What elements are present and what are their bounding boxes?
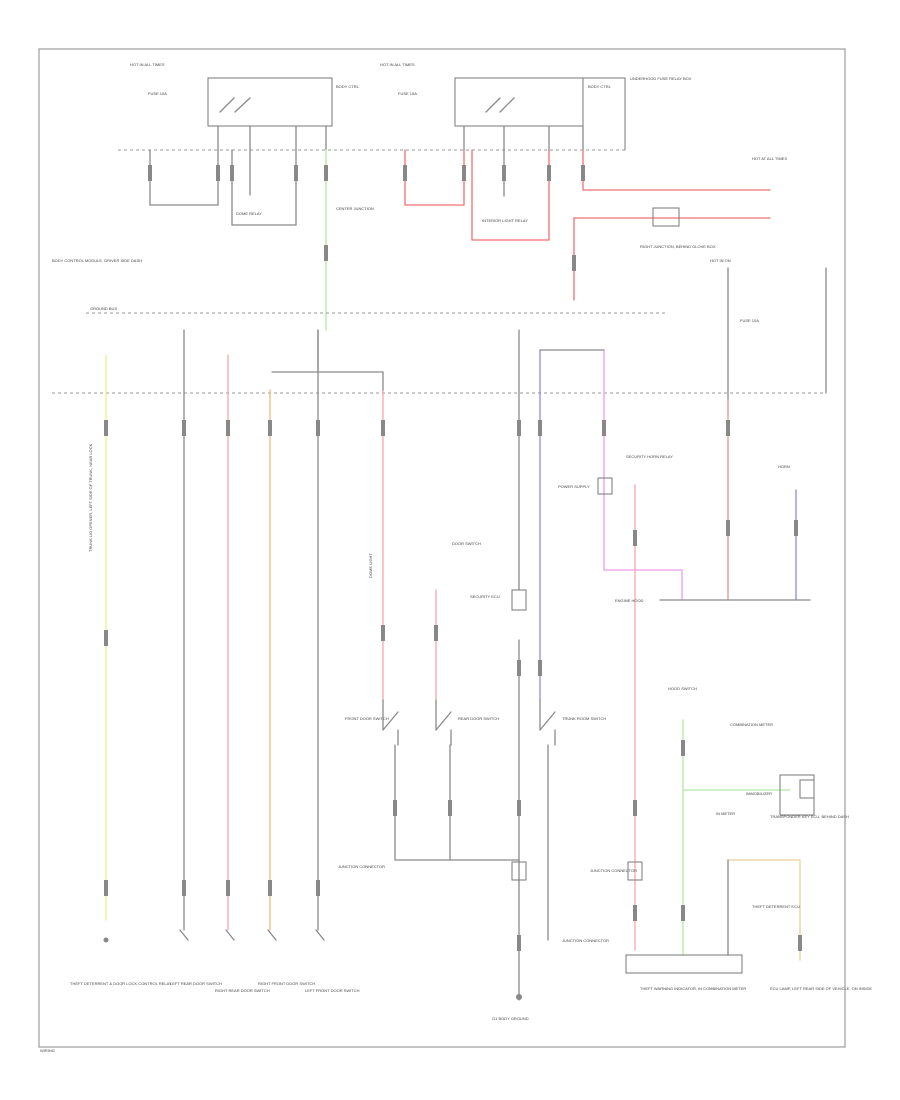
label-ground-top: GROUND BUS: [90, 306, 117, 311]
label-bottom-3: RIGHT REAR DOOR SWITCH: [215, 988, 270, 993]
relay-box-left: [207, 77, 333, 127]
label-security-horn-relay: SECURITY HORN RELAY: [626, 454, 673, 459]
label-bottom-1: THEFT DETERRENT & DOOR LOCK CONTROL RELA…: [70, 981, 172, 986]
label-fuse-left: FUSE 10A: [148, 91, 167, 96]
door-switches: [179, 699, 556, 941]
label-bottom-module: THEFT WARNING INDICATOR, IN COMBINATION …: [640, 986, 746, 991]
label-door-switch: DOOR SWITCH: [452, 541, 481, 546]
label-hot-at-all-times-top-right: HOT AT ALL TIMES: [752, 156, 787, 161]
label-bottom-4: RIGHT FRONT DOOR SWITCH: [258, 981, 315, 986]
label-front-door-switch: FRONT DOOR SWITCH: [345, 716, 389, 721]
label-immobilizer: IMMOBILIZER: [746, 791, 772, 796]
label-bottom-2: LEFT REAR DOOR SWITCH: [170, 981, 222, 986]
label-bottom-5: LEFT FRONT DOOR SWITCH: [305, 988, 360, 993]
label-right-junction: RIGHT JUNCTION, BEHIND GLOVE BOX: [640, 244, 716, 249]
label-left-panel-connector: TRUNK LID OPENER, LEFT SIDE OF TRUNK, NE…: [88, 443, 93, 552]
label-bottom-right: ECU LAMP, LEFT REAR SIDE OF VEHICLE, ON …: [770, 986, 872, 991]
label-bottom-ground: G1 BODY GROUND: [492, 1016, 529, 1021]
label-junction-connector-left: JUNCTION CONNECTOR: [338, 864, 385, 869]
label-footer-code: WIRING: [40, 1048, 55, 1053]
label-bcm-left: BODY CONTROL MODULE, DRIVER SIDE DASH: [52, 258, 142, 263]
label-fuse-box-right-title: HOT IN ALL TIMES: [380, 62, 415, 67]
label-engine-hood: ENGINE HOOD: [615, 598, 644, 603]
connector-markers: [103, 165, 802, 1000]
label-dome-relay: DOME RELAY: [236, 211, 262, 216]
label-hood-switch: HOOD SWITCH: [668, 686, 697, 691]
label-in-meter: IN METER: [716, 811, 735, 816]
label-center-junction: CENTER JUNCTION: [336, 206, 374, 211]
label-combination-meter: COMBINATION METER: [730, 722, 773, 727]
underhood-fuse-relay-box: [118, 77, 771, 301]
label-theft-deterrent: THEFT DETERRENT ECU: [752, 904, 800, 909]
label-hot-in-on: HOT IN ON: [710, 258, 731, 263]
label-fuse-right: FUSE 15A: [398, 91, 417, 96]
label-junction-connector-mid: JUNCTION CONNECTOR: [562, 938, 609, 943]
label-fuse-relay-panel: UNDERHOOD FUSE RELAY BOX: [630, 76, 692, 81]
relay-box-right: [454, 77, 584, 127]
label-transponder-key-ecu: TRANSPONDER KEY ECU, BEHIND DASH: [770, 814, 849, 819]
label-rear-door-switch: REAR DOOR SWITCH: [458, 716, 499, 721]
diagram-border: [38, 48, 846, 1048]
label-security-ecu: SECURITY ECU: [470, 594, 500, 599]
label-power-supply: POWER SUPPLY: [558, 484, 590, 489]
label-relay-box-right: BODY CTRL: [588, 84, 612, 89]
label-interior-light-relay: INTERIOR LIGHT RELAY: [482, 218, 528, 223]
label-relay-box-left: BODY CTRL: [336, 84, 360, 89]
label-junction-connector-right: JUNCTION CONNECTOR: [590, 868, 637, 873]
label-fuse-10a-right: FUSE 10A: [740, 318, 759, 323]
label-dome-light: DOME LIGHT: [368, 553, 373, 578]
label-trunk-room-switch: TRUNK ROOM SWITCH: [562, 716, 606, 721]
label-horn: HORN: [778, 464, 790, 469]
label-fuse-box-left-title: HOT IN ALL TIMES: [130, 62, 165, 67]
